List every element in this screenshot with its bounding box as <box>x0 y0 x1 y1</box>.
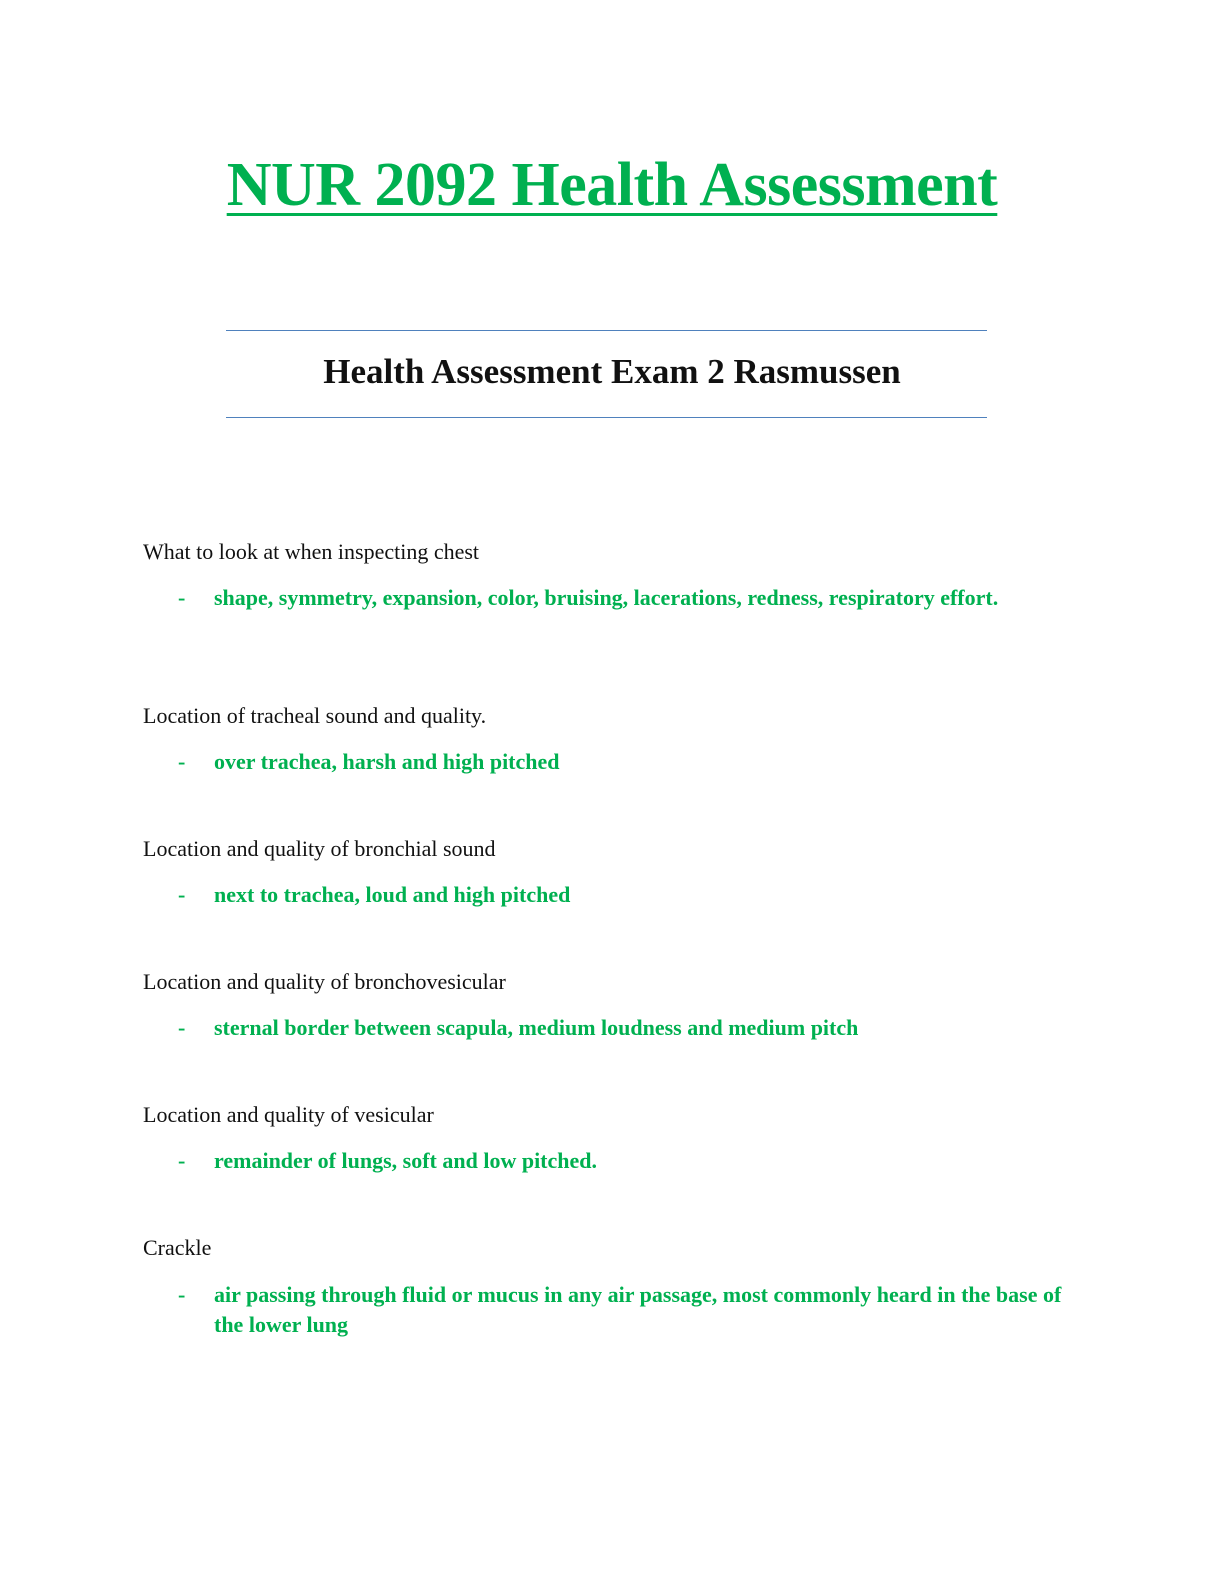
question-text: Location and quality of bronchovesicular <box>143 969 506 994</box>
bullet-dash: - <box>178 882 186 907</box>
subtitle-bottom-rule <box>226 417 987 418</box>
answer-item: - shape, symmetry, expansion, color, bru… <box>178 583 1078 613</box>
question-text: What to look at when inspecting chest <box>143 539 480 564</box>
bullet-dash: - <box>178 1148 186 1173</box>
answer-item: - sternal border between scapula, medium… <box>178 1013 1078 1043</box>
bullet-dash: - <box>178 1015 186 1040</box>
answer-item: - next to trachea, loud and high pitched <box>178 880 1078 910</box>
question-text: Location and quality of vesicular <box>143 1102 434 1127</box>
question-text: Crackle <box>143 1235 212 1260</box>
document-subtitle: Health Assessment Exam 2 Rasmussen <box>323 352 901 391</box>
answer-text: over trachea, harsh and high pitched <box>214 749 560 774</box>
subtitle-top-rule <box>226 330 987 331</box>
bullet-dash: - <box>178 1282 186 1307</box>
answer-text: air passing through fluid or mucus in an… <box>214 1282 1062 1337</box>
answer-item: - remainder of lungs, soft and low pitch… <box>178 1146 1078 1176</box>
bullet-dash: - <box>178 749 186 774</box>
question-text: Location and quality of bronchial sound <box>143 836 496 861</box>
answer-text: shape, symmetry, expansion, color, bruis… <box>214 585 999 610</box>
answer-text: next to trachea, loud and high pitched <box>214 882 571 907</box>
document-title-text: NUR 2092 Health Assessment <box>226 151 998 219</box>
document-title: NUR 2092 Health Assessment <box>0 150 1224 221</box>
answer-item: - over trachea, harsh and high pitched <box>178 747 1078 777</box>
answer-text: remainder of lungs, soft and low pitched… <box>214 1148 598 1173</box>
question-text: Location of tracheal sound and quality. <box>143 703 487 728</box>
answer-item: - air passing through fluid or mucus in … <box>178 1280 1078 1340</box>
answer-text: sternal border between scapula, medium l… <box>214 1015 859 1040</box>
bullet-dash: - <box>178 585 186 610</box>
